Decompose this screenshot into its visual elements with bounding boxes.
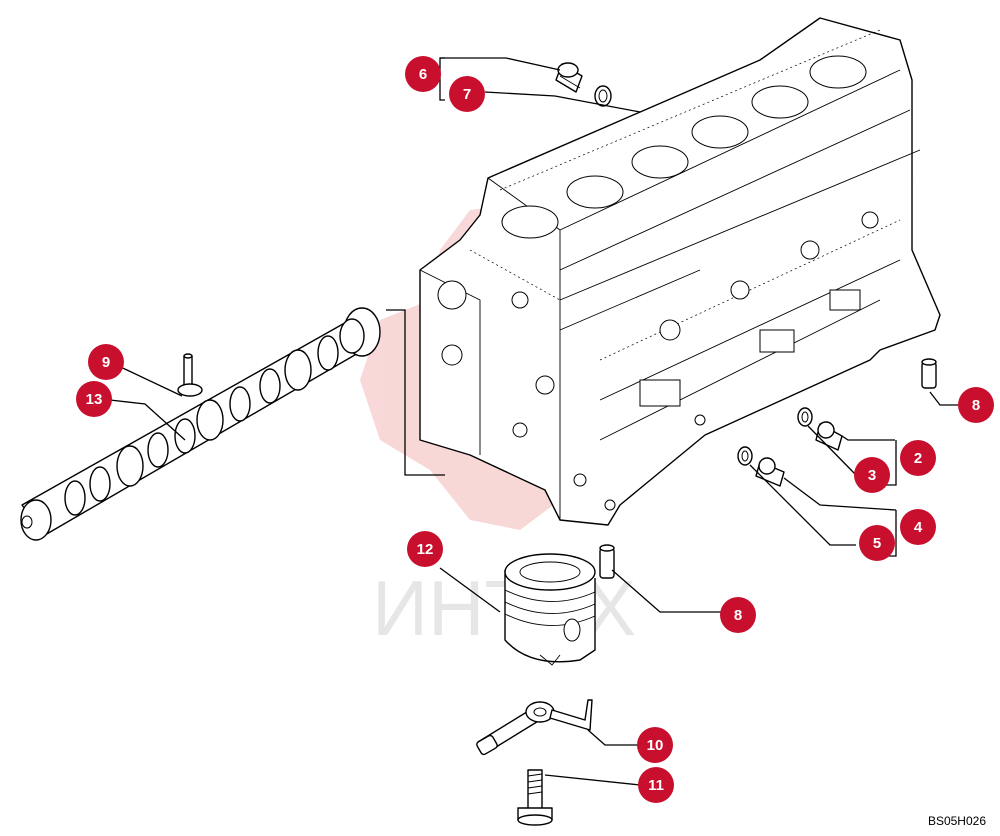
figure-code: BS05H026	[927, 814, 986, 828]
engine-block	[419, 17, 941, 526]
camshaft	[20, 307, 381, 541]
svg-text:7: 7	[463, 86, 471, 103]
svg-text:8: 8	[734, 607, 742, 624]
callout-6[interactable]: 6	[405, 56, 441, 92]
svg-text:6: 6	[419, 66, 427, 83]
svg-text:4: 4	[914, 519, 923, 536]
svg-text:11: 11	[648, 777, 664, 794]
callout-10[interactable]: 10	[637, 727, 673, 763]
callout-12[interactable]: 12	[407, 531, 443, 567]
seal-3	[797, 407, 813, 427]
svg-text:9: 9	[102, 354, 110, 371]
seal-5	[737, 446, 753, 466]
svg-text:3: 3	[868, 467, 876, 484]
svg-text:12: 12	[417, 541, 434, 558]
callout-8-right[interactable]: 8	[958, 387, 994, 423]
watermark-text: ИНТЕХ	[372, 564, 636, 652]
svg-text:13: 13	[86, 391, 103, 408]
svg-text:10: 10	[647, 737, 664, 754]
piston	[504, 553, 596, 666]
callout-2[interactable]: 2	[900, 440, 936, 476]
oil-nozzle-10	[476, 699, 593, 756]
callout-13[interactable]: 13	[76, 381, 112, 417]
leader-lines	[109, 57, 960, 786]
pin-9	[177, 353, 203, 397]
callout-8-bottom[interactable]: 8	[720, 597, 756, 633]
svg-text:2: 2	[914, 450, 922, 467]
callout-9[interactable]: 9	[88, 344, 124, 380]
svg-text:5: 5	[873, 535, 881, 552]
callout-7[interactable]: 7	[449, 76, 485, 112]
callout-4[interactable]: 4	[900, 509, 936, 545]
callout-3[interactable]: 3	[854, 457, 890, 493]
dowel-8-right	[921, 358, 937, 389]
callout-11[interactable]: 11	[638, 767, 674, 803]
bolt-11	[517, 769, 553, 826]
callout-5[interactable]: 5	[859, 525, 895, 561]
seal-7	[594, 85, 612, 107]
plug-6	[555, 62, 583, 93]
plug-4	[755, 457, 785, 487]
plug-2	[815, 421, 843, 451]
dowel-8-bottom	[599, 544, 615, 579]
svg-text:8: 8	[972, 397, 980, 414]
